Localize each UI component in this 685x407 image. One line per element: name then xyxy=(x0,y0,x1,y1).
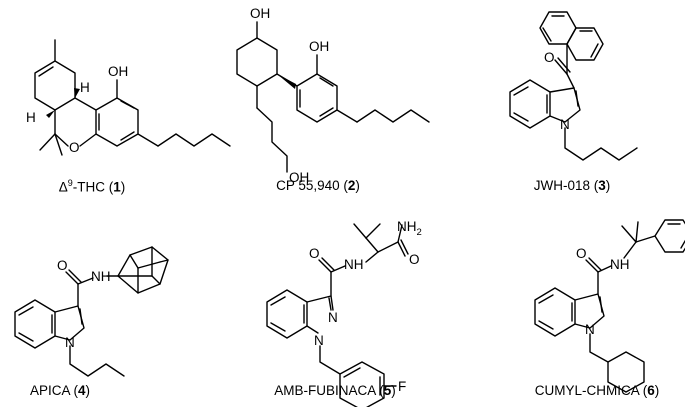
atom-n: N xyxy=(585,322,595,337)
atom-oh: OH xyxy=(108,64,128,79)
structure-amb-fubinaca xyxy=(266,223,409,407)
atom-oh: OH xyxy=(289,170,309,185)
atom-o: O xyxy=(409,252,420,267)
stereo-wedge xyxy=(46,110,55,118)
atom-h: H xyxy=(80,80,90,95)
atom-nh2: NH2 xyxy=(397,219,422,238)
atom-oh: OH xyxy=(309,39,329,54)
atom-o: O xyxy=(576,246,587,261)
atom-n: N xyxy=(314,333,324,348)
atom-nh: NH xyxy=(610,257,630,272)
structure-apica xyxy=(14,246,169,377)
structure-cp55940 xyxy=(236,21,430,173)
structure-thc xyxy=(34,39,231,156)
caption-apica: APICA (4) xyxy=(29,383,91,398)
atom-f: F xyxy=(398,379,406,394)
atom-n: N xyxy=(65,335,75,350)
caption-jwh018: JWH-018 (3) xyxy=(533,178,611,193)
atom-oh: OH xyxy=(250,6,270,21)
caption-amb-fubinaca: AMB-FUBINACA (5) xyxy=(274,383,396,398)
atom-n: N xyxy=(560,117,570,132)
stereo-wedge xyxy=(74,88,80,98)
caption-cp55940: CP 55,940 (2) xyxy=(276,178,360,193)
stereo-wedge xyxy=(277,74,296,89)
atom-o: O xyxy=(57,258,68,273)
atom-o: O xyxy=(309,246,320,261)
atom-o: O xyxy=(544,50,555,65)
atom-o: O xyxy=(69,140,80,155)
caption-thc: Δ9-THC (1) xyxy=(58,178,126,195)
structure-cumyl-chmica xyxy=(534,219,685,393)
structure-jwh018 xyxy=(509,11,638,161)
atom-h: H xyxy=(26,110,36,125)
caption-cumyl-chmica: CUMYL-CHMICA (6) xyxy=(534,383,660,398)
atom-nh: NH xyxy=(91,269,111,284)
atom-n: N xyxy=(328,310,338,325)
atom-nh: NH xyxy=(344,257,364,272)
